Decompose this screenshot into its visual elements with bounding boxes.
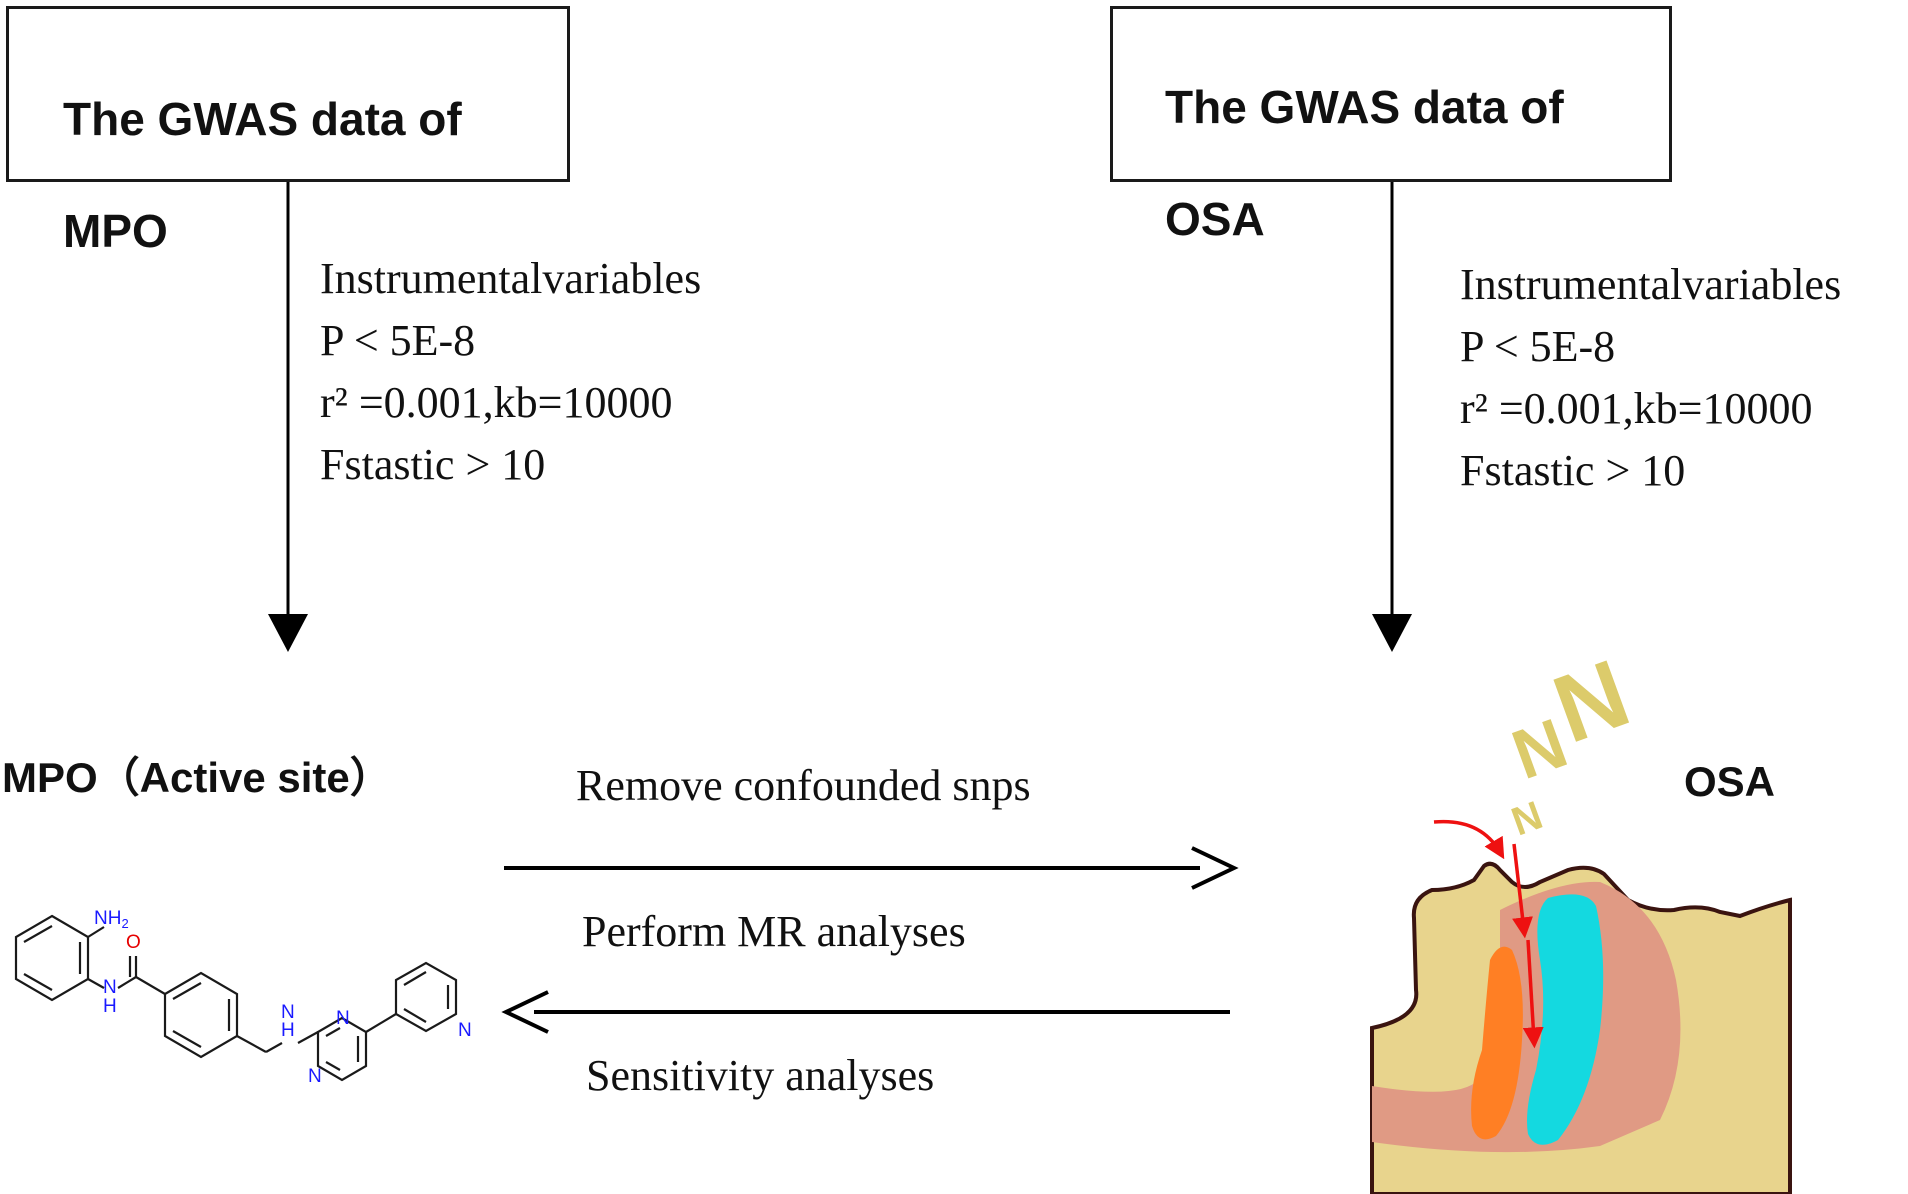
sensitivity-analyses-label: Sensitivity analyses — [586, 1051, 935, 1100]
criteria-f-statistic: Fstastic > 10 — [320, 440, 546, 489]
airway — [1527, 894, 1604, 1145]
atom-amide-n: N — [103, 977, 117, 998]
osa-gwas-title: The GWAS data of OSA — [1165, 23, 1564, 303]
snore-letters: N N N — [1502, 639, 1642, 844]
perform-mr-analyses-label: Perform MR analyses — [582, 907, 966, 956]
atom-pyridine-n: N — [458, 1020, 472, 1041]
airflow-arrow-curved — [1433, 819, 1505, 860]
atom-carbonyl-o: O — [126, 932, 141, 953]
osa-label: OSA — [1684, 758, 1776, 805]
pharynx-tissue — [1372, 881, 1681, 1153]
osa-down-arrow — [1372, 182, 1412, 652]
remove-confounded-snps-label: Remove confounded snps — [576, 761, 1031, 810]
mpo-inhibitor-molecule — [14, 914, 458, 1082]
mpo-iv-criteria: Instrumentalvariables P < 5E-8 r² =0.001… — [320, 248, 701, 496]
osa-gwas-title-line1: The GWAS data of — [1165, 81, 1564, 133]
criteria-p-threshold: P < 5E-8 — [320, 316, 476, 365]
airflow-arrow-pharynx — [1522, 939, 1544, 1049]
aminophenyl-ring — [14, 914, 90, 1002]
benzamide-ring — [163, 971, 239, 1059]
criteria-title: Instrumentalvariables — [320, 254, 702, 303]
atom-pyrimidine-n1: N — [336, 1008, 350, 1029]
criteria-title: Instrumentalvariables — [1460, 260, 1842, 309]
osa-iv-criteria: Instrumentalvariables P < 5E-8 r² =0.001… — [1460, 254, 1841, 502]
tongue — [1471, 946, 1523, 1140]
atom-pyrimidine-n2: N — [308, 1066, 322, 1087]
snore-letter-small: N — [1506, 793, 1548, 844]
atom-nh2: NH2 — [94, 908, 129, 931]
criteria-clumping: r² =0.001,kb=10000 — [1460, 384, 1813, 433]
criteria-clumping: r² =0.001,kb=10000 — [320, 378, 673, 427]
mpo-gwas-box: The GWAS data of MPO — [6, 6, 570, 257]
mpo-down-arrow — [268, 182, 308, 652]
pyridine-ring — [394, 961, 458, 1033]
mpo-gwas-title-line1: The GWAS data of — [63, 93, 462, 145]
osa-gwas-title-line2: OSA — [1165, 193, 1265, 245]
mpo-active-site-label: MPO（Active site） — [2, 754, 392, 801]
criteria-f-statistic: Fstastic > 10 — [1460, 446, 1686, 495]
forward-arrow — [504, 846, 1239, 890]
osa-sleeper-illustration: N N N — [1370, 639, 1792, 1194]
atom-linker-h: H — [281, 1020, 295, 1041]
backward-arrow — [501, 990, 1230, 1034]
atom-amide-h: H — [103, 996, 117, 1017]
criteria-p-threshold: P < 5E-8 — [1460, 322, 1616, 371]
mpo-gwas-title-line2: MPO — [63, 205, 168, 257]
mpo-gwas-title: The GWAS data of MPO — [63, 35, 462, 315]
pyrimidine-ring — [316, 1016, 368, 1082]
osa-gwas-box: The GWAS data of OSA — [1110, 6, 1672, 245]
molecule-atom-labels: NH2 N H O N H N N N — [94, 908, 472, 1087]
atom-linker-n: N — [281, 1002, 295, 1023]
airflow-arrow-down — [1512, 843, 1533, 939]
